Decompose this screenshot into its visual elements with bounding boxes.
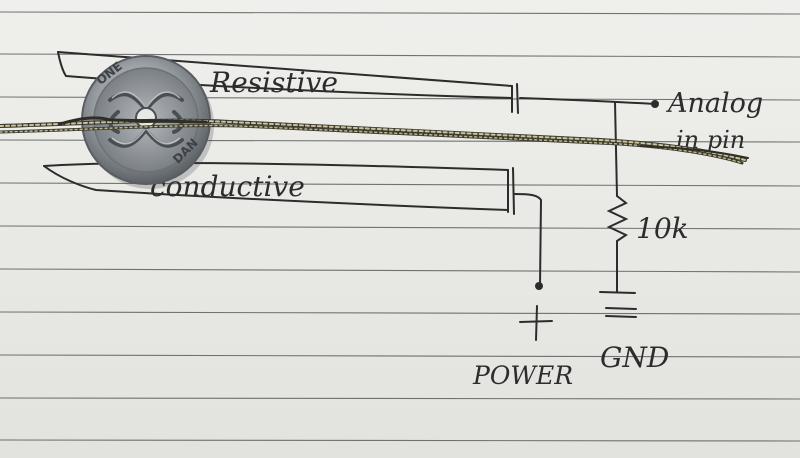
analog-label: Analog bbox=[665, 88, 763, 119]
power-label: POWER bbox=[472, 361, 573, 390]
resistor-drawing bbox=[599, 101, 636, 294]
resistor-label: 10k bbox=[636, 212, 689, 245]
conductive-thread bbox=[0, 116, 749, 165]
gnd-label: GND bbox=[600, 341, 669, 374]
gnd-symbol bbox=[605, 307, 637, 318]
resistive-label: Resistive bbox=[209, 66, 338, 99]
conductive-strip-drawing bbox=[43, 162, 543, 290]
power-symbol bbox=[519, 305, 553, 341]
